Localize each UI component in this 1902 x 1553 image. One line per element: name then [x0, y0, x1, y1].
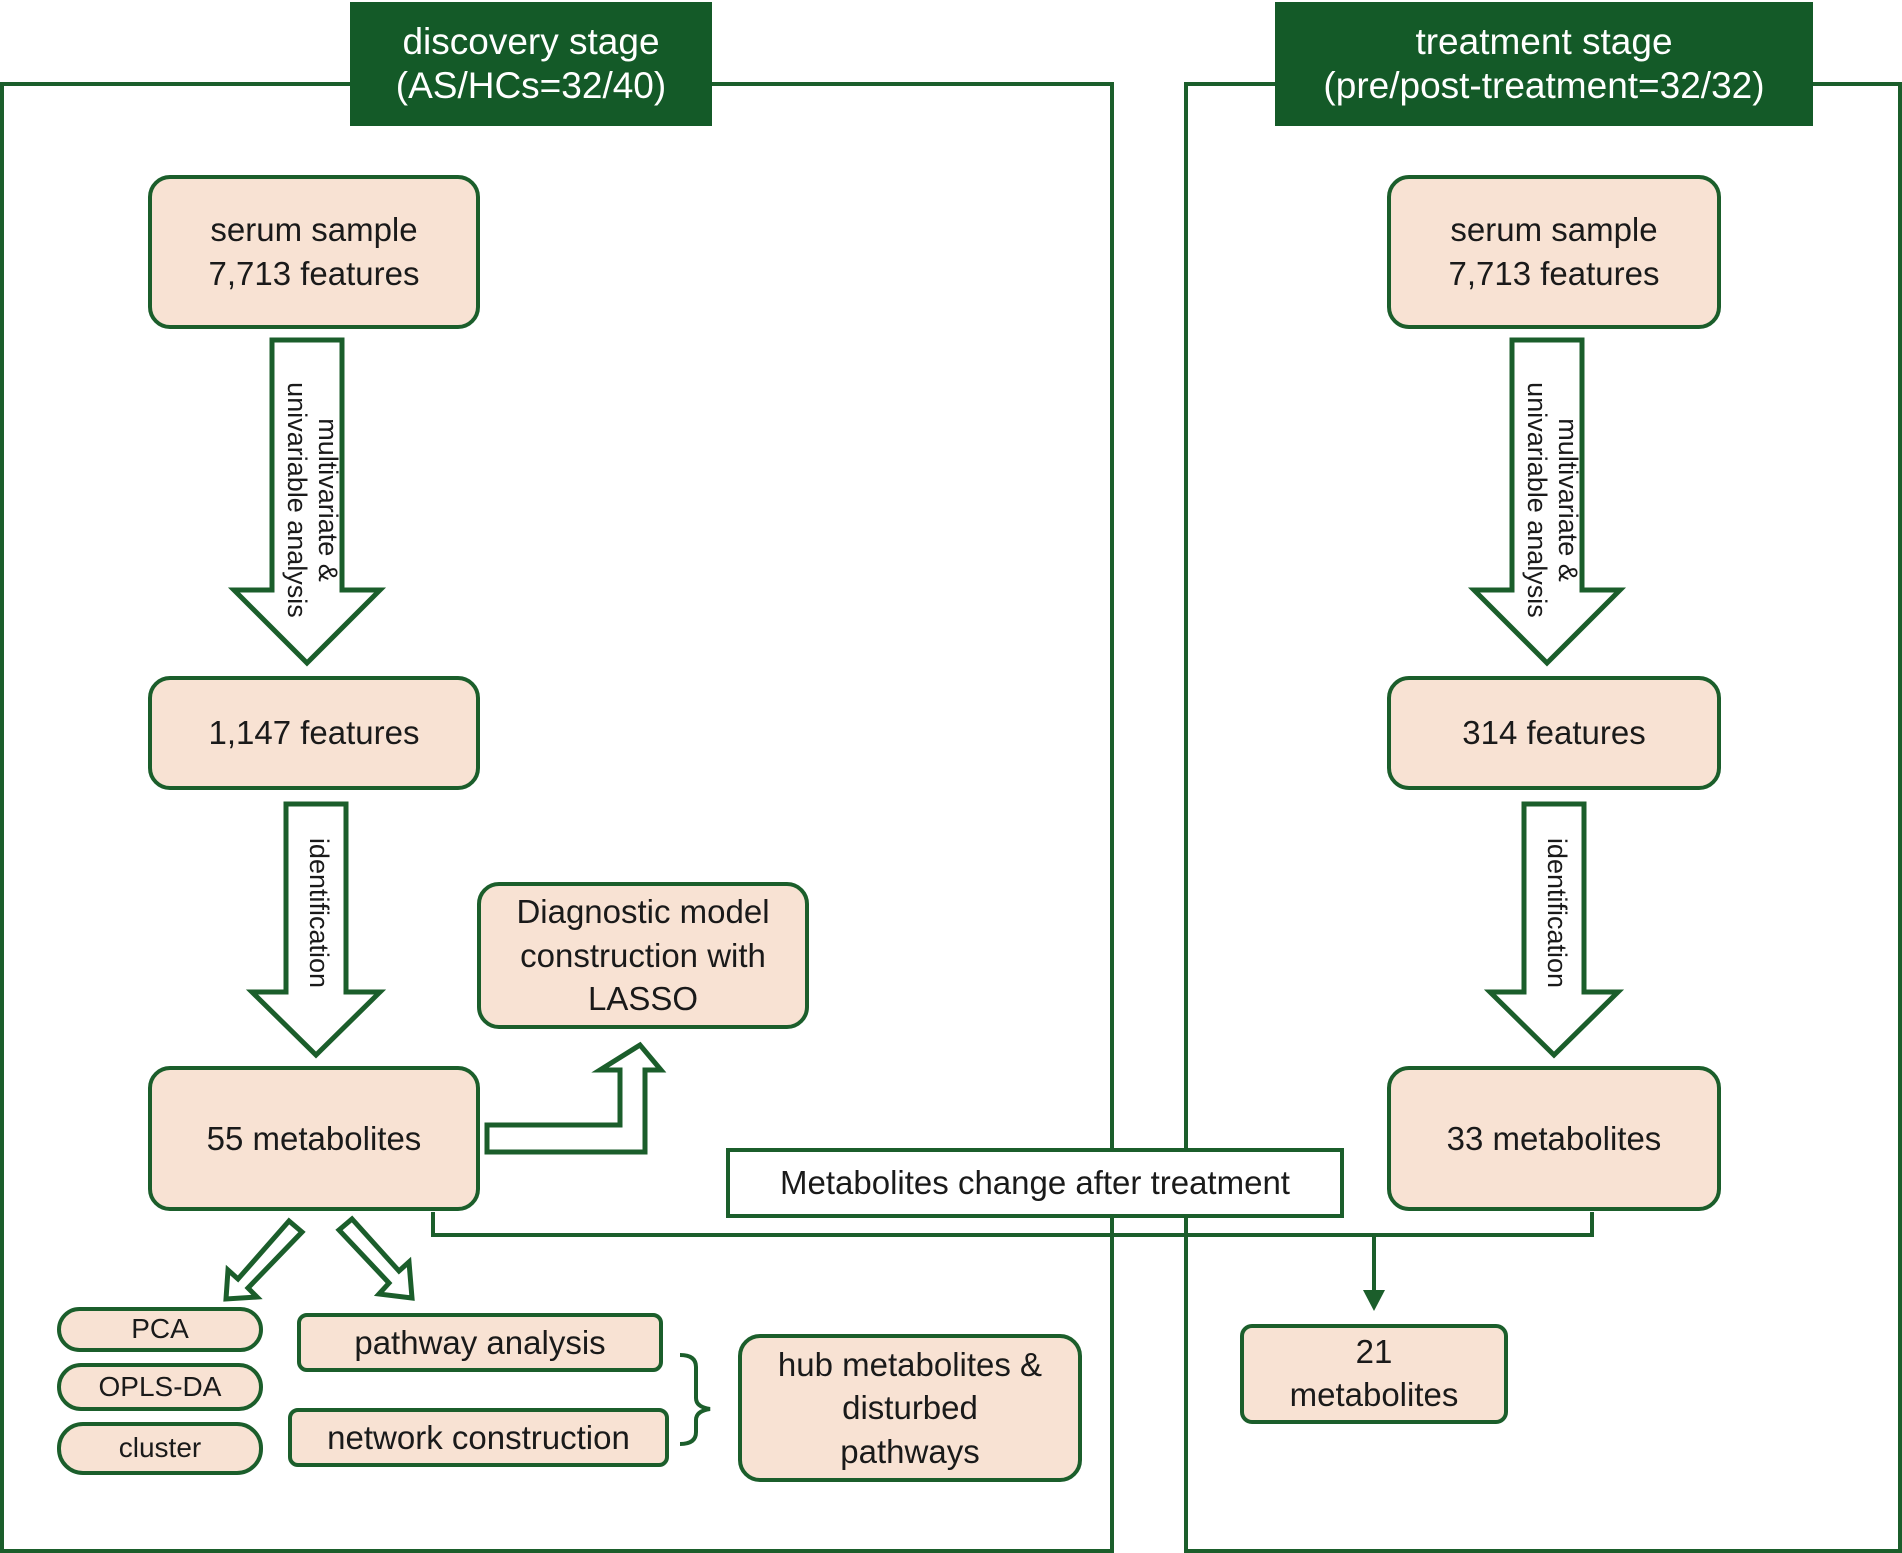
treatment-analysis-label-line1: multivariate & [1553, 418, 1583, 582]
discovery-identification-text: identification [304, 837, 334, 989]
oplsda-box: OPLS-DA [57, 1363, 263, 1411]
hub-metabolites-box: hub metabolites & disturbed pathways [738, 1334, 1082, 1482]
treatment-serum-line2: 7,713 features [1448, 255, 1660, 292]
pathway-analysis-box: pathway analysis [297, 1313, 663, 1372]
hub-line3: pathways [840, 1432, 980, 1470]
treatment-analysis-label-line2: univariable analysis [1521, 382, 1552, 618]
arrow-to-pathway [335, 1215, 415, 1301]
discovery-metabolites-text: 55 metabolites [206, 1119, 422, 1157]
treatment-features-box: 314 features [1387, 676, 1721, 790]
result-line2: metabolites [1289, 1376, 1459, 1413]
hub-line2: disturbed [842, 1389, 978, 1427]
network-construction-box: network construction [288, 1408, 669, 1467]
discovery-metabolites-box: 55 metabolites [148, 1066, 480, 1211]
model-elbow-arrow [484, 1041, 667, 1155]
treatment-header-line1: treatment stage [1415, 20, 1673, 62]
discovery-serum-box: serum sample 7,713 features [148, 175, 480, 329]
group-brace [679, 1353, 711, 1446]
discovery-identification-label: identification [298, 818, 334, 1008]
cluster-text: cluster [118, 1432, 202, 1464]
discovery-features-box: 1,147 features [148, 676, 480, 790]
model-line3: LASSO [587, 980, 699, 1018]
discovery-header-line1: discovery stage [402, 20, 660, 62]
treatment-header-line2: (pre/post-treatment=32/32) [1323, 65, 1765, 106]
oplsda-text: OPLS-DA [98, 1370, 222, 1402]
treatment-features-text: 314 features [1462, 714, 1646, 752]
cluster-box: cluster [57, 1422, 263, 1475]
treatment-identification-text: identification [1542, 837, 1572, 989]
treatment-stage-header: treatment stage (pre/post-treatment=32/3… [1275, 2, 1813, 126]
model-line2: construction with [520, 936, 766, 974]
discovery-serum-line1: serum sample [210, 211, 418, 249]
treatment-analysis-label: multivariate & univariable analysis [1513, 350, 1583, 650]
pathway-analysis-text: pathway analysis [354, 1323, 606, 1361]
result-metabolites-box: 21 metabolites [1240, 1324, 1508, 1424]
hub-line1: hub metabolites & [777, 1345, 1043, 1383]
metabolites-change-text: Metabolites change after treatment [780, 1164, 1290, 1201]
discovery-analysis-label-line2: univariable analysis [281, 382, 312, 618]
treatment-identification-arrow [1483, 801, 1625, 1059]
discovery-stage-header: discovery stage (AS/HCs=32/40) [350, 2, 712, 126]
treatment-identification-label: identification [1536, 818, 1572, 1008]
pca-text: PCA [131, 1313, 189, 1345]
result-arrowhead [1363, 1290, 1385, 1311]
discovery-features-text: 1,147 features [208, 714, 420, 752]
diagnostic-model-box: Diagnostic model construction with LASSO [477, 882, 809, 1029]
treatment-serum-box: serum sample 7,713 features [1387, 175, 1721, 329]
change-connector [431, 1212, 1594, 1237]
discovery-header-line2: (AS/HCs=32/40) [395, 65, 667, 106]
network-construction-text: network construction [327, 1418, 630, 1456]
discovery-analysis-arrow [227, 337, 387, 667]
result-line1: 21 [1355, 1333, 1393, 1371]
discovery-serum-line2: 7,713 features [208, 255, 420, 292]
discovery-identification-arrow [245, 801, 387, 1059]
model-line1: Diagnostic model [516, 893, 770, 931]
treatment-serum-line1: serum sample [1450, 211, 1658, 249]
pca-box: PCA [57, 1307, 263, 1352]
treatment-metabolites-text: 33 metabolites [1446, 1119, 1662, 1157]
arrow-to-pca [223, 1217, 306, 1302]
metabolites-change-label: Metabolites change after treatment [726, 1148, 1344, 1218]
treatment-analysis-arrow [1467, 337, 1627, 667]
discovery-analysis-label: multivariate & univariable analysis [273, 350, 343, 650]
treatment-metabolites-box: 33 metabolites [1387, 1066, 1721, 1211]
discovery-analysis-label-line1: multivariate & [313, 418, 343, 582]
